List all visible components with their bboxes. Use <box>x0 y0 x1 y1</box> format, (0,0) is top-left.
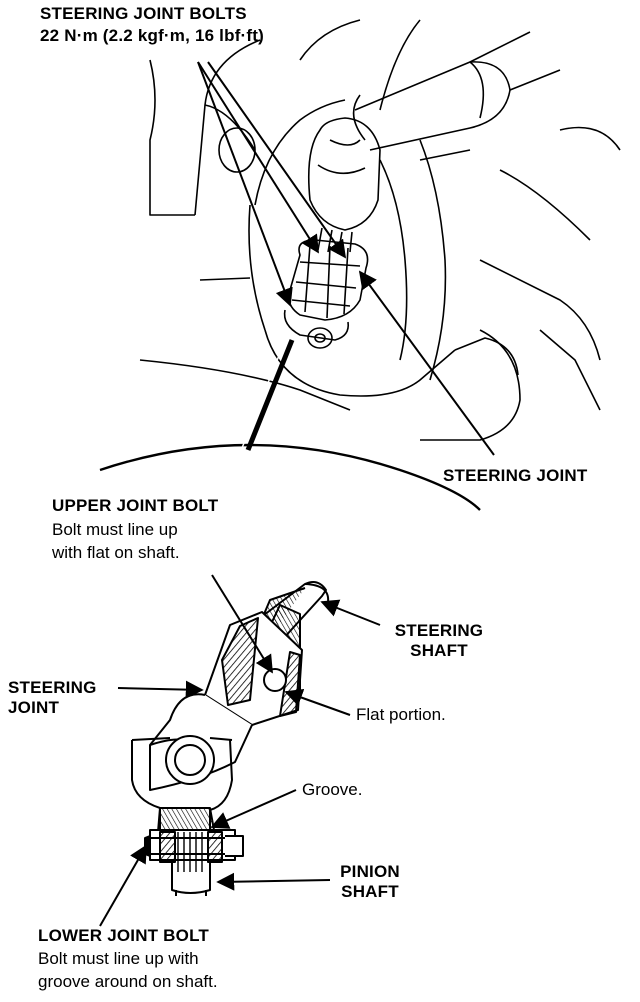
steering-joint-bolts-title: STEERING JOINT BOLTS <box>40 4 247 23</box>
upper-joint-bolt-note-2: with flat on shaft. <box>52 543 180 562</box>
bolt-leader-arrows <box>197 61 495 456</box>
installed-location-view <box>99 19 621 511</box>
joint-cross-section <box>131 581 330 896</box>
steering-shaft-label: STEERING SHAFT <box>384 621 494 662</box>
lower-joint-bolt-note-2: groove around on shaft. <box>38 972 218 991</box>
steering-joint-label-line-1: STEERING <box>8 678 97 697</box>
pinion-shaft-label: PINION SHAFT <box>330 862 410 903</box>
steering-shaft-label-line-1: STEERING <box>394 621 484 640</box>
pinion-shaft-label-line-2: SHAFT <box>341 882 399 902</box>
flat-portion-label: Flat portion. <box>356 705 446 724</box>
steering-joint-bolts-torque: 22 N·m (2.2 kgf·m, 16 lbf·ft) <box>40 26 264 45</box>
lower-joint-bolt-note-1: Bolt must line up with <box>38 949 199 968</box>
lower-joint-bolt-title: LOWER JOINT BOLT <box>38 926 209 945</box>
pinion-shaft-label-line-1: PINION <box>340 862 400 881</box>
detail-leader-arrows <box>99 574 381 927</box>
steering-shaft-label-line-2: SHAFT <box>410 641 468 661</box>
upper-joint-bolt-title: UPPER JOINT BOLT <box>52 496 219 515</box>
upper-joint-bolt-note-1: Bolt must line up <box>52 520 178 539</box>
steering-joint-label-detail: STEERING JOINT <box>8 678 97 719</box>
groove-label: Groove. <box>302 780 363 799</box>
steering-joint-label-line-2: JOINT <box>8 698 60 718</box>
steering-joint-label-top: STEERING JOINT <box>443 466 588 485</box>
